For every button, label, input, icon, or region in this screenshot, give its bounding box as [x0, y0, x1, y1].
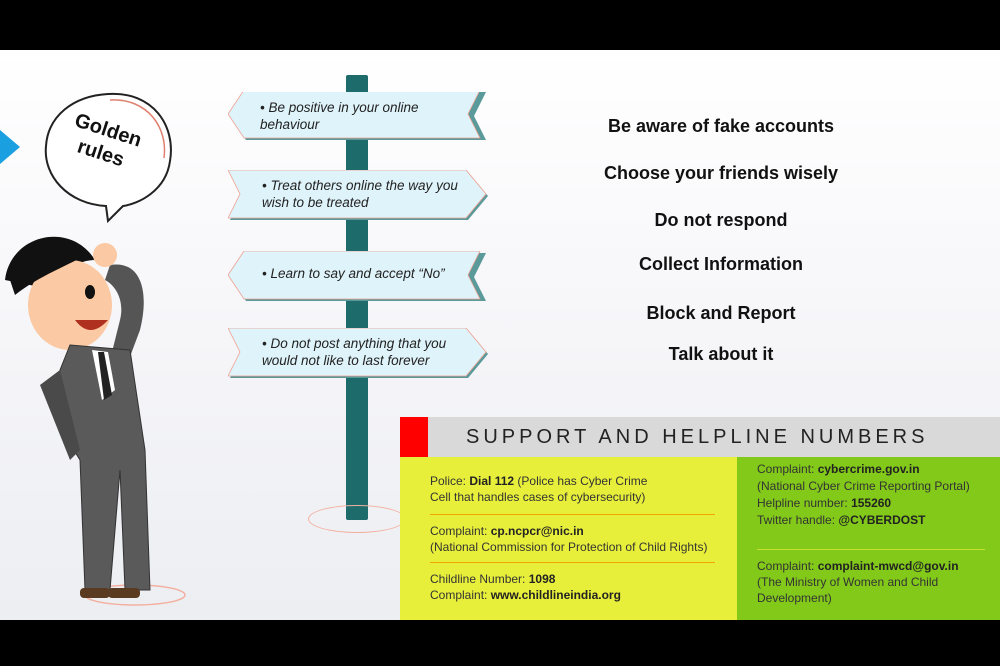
rule-item: Talk about it	[668, 344, 774, 364]
helpline-left-column: Police: Dial 112 (Police has Cyber Crime…	[400, 457, 737, 620]
label: Police:	[430, 474, 470, 488]
label: Complaint:	[430, 588, 491, 602]
sign-text: • Learn to say and accept “No”	[262, 266, 445, 281]
label: Complaint:	[757, 462, 818, 476]
divider	[430, 562, 715, 563]
label: Complaint:	[757, 559, 818, 573]
sign-text: • Treat others online the way you wish t…	[262, 178, 458, 210]
childline-number: 1098	[528, 572, 556, 586]
note: (Police has Cyber Crime Cell that handle…	[430, 474, 648, 504]
ncpcr-info: Complaint: cp.ncpcr@nic.in (National Comm…	[430, 523, 730, 555]
childline-website: www.childlineindia.org	[490, 588, 621, 602]
sign-3: • Learn to say and accept “No”	[228, 251, 488, 301]
divider	[430, 514, 715, 515]
rule-item: Do not respond	[654, 210, 788, 230]
sign-text: • Do not post anything that you would no…	[262, 336, 447, 368]
sign-2: • Treat others online the way you wish t…	[228, 170, 488, 220]
label: Childline Number:	[430, 572, 529, 586]
police-info: Police: Dial 112 (Police has Cyber Crime…	[430, 473, 670, 505]
sign-4: • Do not post anything that you would no…	[228, 328, 488, 378]
rule-item: Block and Report	[646, 303, 796, 323]
arrow-marker-icon	[0, 130, 20, 164]
cyber-helpline-number: 155260	[851, 496, 892, 510]
sign-text: • Be positive in your online behaviour	[260, 100, 419, 132]
label: Helpline number:	[757, 496, 852, 510]
divider	[757, 549, 985, 550]
red-accent-block	[400, 417, 428, 457]
mwcd-info: Complaint: complaint-mwcd@gov.in (The Min…	[757, 558, 982, 606]
helpline-panel: SUPPORT AND HELPLINE NUMBERS Police: Dia…	[400, 417, 1000, 620]
label: Twitter handle:	[757, 513, 839, 527]
thinking-boy-illustration	[5, 236, 186, 606]
slide: Golden rules • Be positive in your onlin…	[0, 50, 1000, 620]
speech-bubble	[44, 92, 172, 224]
helpline-right-column: Complaint: cybercrime.gov.in (National Cy…	[737, 457, 1000, 620]
note: (The Ministry of Women and Child Develop…	[757, 575, 939, 605]
rule-item: Be aware of fake accounts	[607, 116, 835, 136]
police-number: Dial 112	[469, 474, 515, 488]
twitter-handle: @CYBERDOST	[838, 513, 926, 527]
rule-item: Choose your friends wisely	[603, 163, 839, 183]
mwcd-email: complaint-mwcd@gov.in	[817, 559, 959, 573]
note: (National Cyber Crime Reporting Portal)	[757, 479, 970, 493]
helpline-title: SUPPORT AND HELPLINE NUMBERS	[466, 426, 929, 448]
ncpcr-email: cp.ncpcr@nic.in	[490, 524, 584, 538]
cybercrime-info: Complaint: cybercrime.gov.in (National Cy…	[757, 461, 997, 529]
sign-1: • Be positive in your online behaviour	[228, 92, 488, 142]
rule-item: Collect Information	[638, 254, 803, 274]
helpline-header	[400, 417, 1000, 457]
note: (National Commission for Protection of C…	[430, 540, 708, 554]
cybercrime-website: cybercrime.gov.in	[817, 462, 920, 476]
pole-base-shadow	[308, 505, 406, 533]
label: Complaint:	[430, 524, 491, 538]
